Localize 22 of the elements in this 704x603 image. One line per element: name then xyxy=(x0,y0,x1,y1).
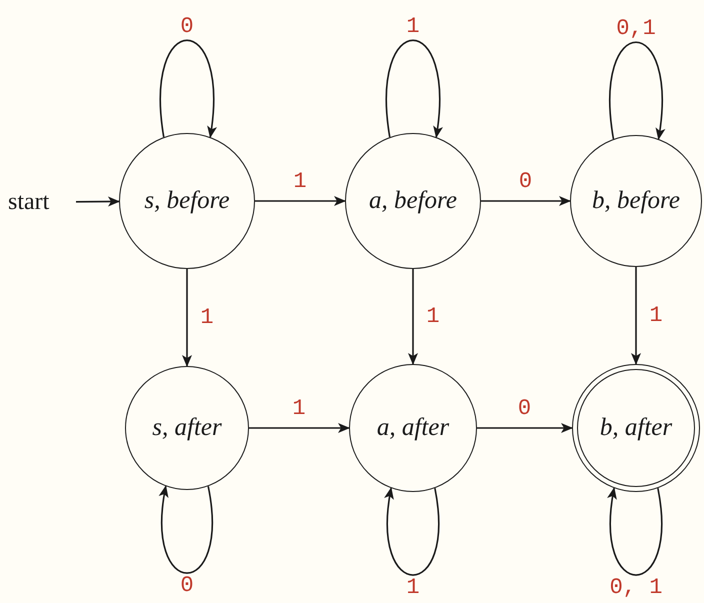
arrow xyxy=(408,269,418,365)
state-label: b, before xyxy=(592,186,680,216)
arrow xyxy=(609,42,665,140)
arrow xyxy=(477,423,573,433)
state-label: a, before xyxy=(369,186,457,216)
arrow xyxy=(386,40,442,138)
arrow xyxy=(608,487,662,576)
arrow xyxy=(160,40,216,138)
arrow xyxy=(159,485,213,574)
state-label: a, after xyxy=(376,413,450,444)
arrow xyxy=(182,269,192,367)
edge-label: 0, 1 xyxy=(608,577,664,599)
arrow xyxy=(249,423,350,433)
start-label: start xyxy=(8,188,50,217)
state-label: b, after xyxy=(600,413,672,444)
state-label: s, after xyxy=(152,413,222,444)
state-label: s, before xyxy=(144,186,230,216)
arrow xyxy=(76,196,120,207)
arrow xyxy=(631,267,641,365)
arrow xyxy=(481,196,571,206)
arrow xyxy=(255,196,346,206)
arrow xyxy=(384,487,440,576)
